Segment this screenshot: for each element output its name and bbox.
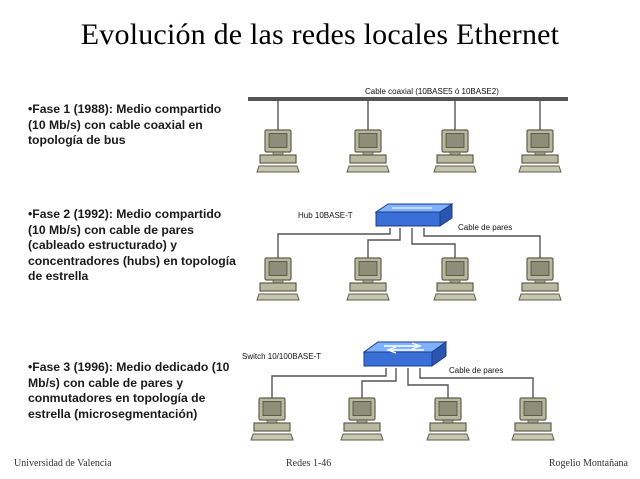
footer-author: Rogelio Montañana	[548, 458, 628, 469]
twisted-pair-cable	[419, 368, 534, 398]
phase-3-heading: •Fase 3 (1996):	[28, 360, 117, 374]
twisted-pair-cable	[407, 368, 449, 398]
computer-icon	[511, 397, 555, 441]
phase-2-heading: •Fase 2 (1992):	[28, 207, 117, 221]
phase-3-description: •Fase 3 (1996): Medio dedicado (10 Mb/s)…	[28, 360, 240, 422]
computer-icon	[433, 129, 477, 173]
bus-cable-label: Cable coaxial (10BASE5 ó 10BASE2)	[365, 87, 499, 96]
twisted-pair-cable	[277, 228, 391, 258]
phase-1-description: •Fase 1 (1988): Medio compartido (10 Mb/…	[28, 102, 240, 149]
slide-title: Evolución de las redes locales Ethernet	[80, 18, 560, 51]
switch-icon	[362, 341, 448, 367]
phase-2-description: •Fase 2 (1992): Medio compartido (10 Mb/…	[28, 207, 240, 285]
phase-3-diagram: Switch 10/100BASE-T Cable de pares	[242, 341, 555, 441]
computer-icon	[433, 257, 477, 301]
switch-label: Switch 10/100BASE-T	[242, 352, 321, 361]
twisted-pair-cable	[367, 228, 401, 258]
computer-icon	[340, 397, 384, 441]
footer-slide-number: Redes 1-46	[286, 458, 332, 469]
hub-label: Hub 10BASE-T	[298, 211, 353, 220]
twisted-pair-cable	[271, 368, 387, 398]
computer-icon	[426, 397, 470, 441]
twisted-pair-cable	[423, 228, 541, 258]
computer-icon	[346, 257, 390, 301]
switch-cable-label: Cable de pares	[449, 366, 503, 375]
twisted-pair-cable	[361, 368, 397, 398]
computer-icon	[518, 129, 562, 173]
phase-3-text: Medio dedicado (10 Mb/s) con cable de pa…	[28, 360, 230, 421]
computer-icon	[256, 129, 300, 173]
phase-2-text: Medio compartido (10 Mb/s) con cable de …	[28, 207, 236, 283]
computer-icon	[346, 129, 390, 173]
phase-1-heading: •Fase 1 (1988):	[28, 102, 117, 116]
hub-cable-label: Cable de pares	[458, 223, 512, 232]
phase-1-text: Medio compartido (10 Mb/s) con cable coa…	[28, 102, 222, 147]
phase-2-diagram: Hub 10BASE-T Cable de pares	[256, 203, 562, 301]
twisted-pair-cable	[411, 228, 456, 258]
phase-1-diagram: Cable coaxial (10BASE5 ó 10BASE2)	[248, 87, 568, 173]
computer-icon	[518, 257, 562, 301]
computer-icon	[256, 257, 300, 301]
footer-university: Universidad de Valencia	[14, 458, 112, 469]
hub-icon	[374, 203, 454, 227]
computer-icon	[250, 397, 294, 441]
